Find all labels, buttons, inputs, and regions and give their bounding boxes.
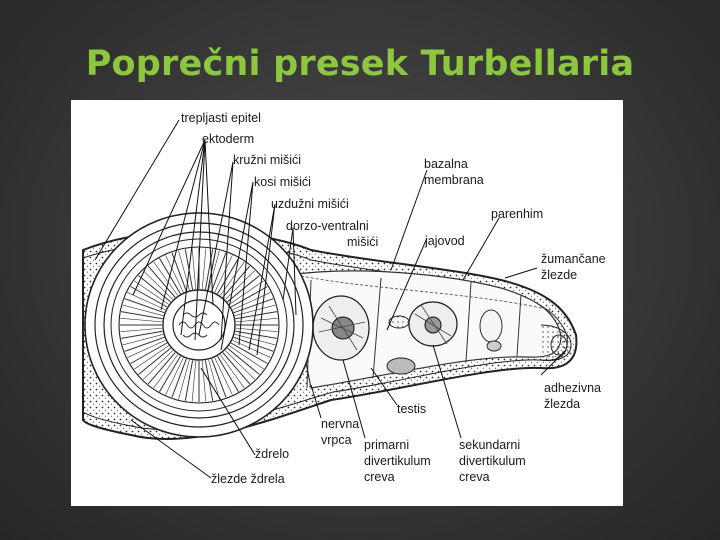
- label-adhezivna-1: adhezivna: [544, 381, 601, 395]
- radial-muscle-stroke: [235, 317, 278, 323]
- radial-muscle-stroke: [235, 327, 278, 333]
- radial-muscle-stroke: [214, 357, 233, 395]
- radial-muscle-stroke: [130, 286, 168, 308]
- radial-muscle-stroke: [230, 342, 268, 364]
- radial-muscle-stroke: [191, 360, 197, 402]
- radial-muscle-stroke: [217, 258, 239, 295]
- radial-muscle-stroke: [233, 298, 274, 314]
- radial-muscle-stroke: [224, 270, 256, 300]
- radial-muscle-stroke: [208, 250, 220, 291]
- radial-muscle-stroke: [138, 347, 171, 375]
- radial-muscle-stroke: [233, 336, 274, 352]
- turbellaria-cross-section-drawing: [82, 119, 578, 479]
- label-zumancane-1: žumančane: [541, 252, 606, 266]
- radial-muscle-stroke: [138, 275, 171, 303]
- label-dorzo-ventralni-1: dorzo-ventralni: [286, 219, 369, 233]
- radial-muscle-stroke: [208, 359, 220, 400]
- radial-muscle-stroke: [120, 317, 163, 323]
- label-ektoderm: ektoderm: [202, 132, 255, 146]
- label-bazalna-2: membrana: [424, 173, 484, 187]
- radial-muscle-stroke: [222, 352, 251, 385]
- label-sekundarni-3: creva: [459, 470, 490, 484]
- radial-muscle-stroke: [204, 249, 214, 290]
- label-primarni-1: primarni: [364, 438, 410, 452]
- radial-muscle-stroke: [219, 354, 245, 389]
- label-bazalna-1: bazalna: [424, 157, 468, 171]
- radial-muscle-stroke: [178, 359, 190, 400]
- radial-muscle-stroke: [171, 358, 187, 398]
- radial-muscle-stroke: [235, 330, 277, 339]
- radial-muscle-stroke: [120, 327, 163, 333]
- radial-muscle-stroke: [230, 286, 268, 308]
- radial-muscle-stroke: [147, 352, 176, 385]
- label-primarni-3: creva: [364, 470, 395, 484]
- pharynx-lumen: [162, 289, 236, 361]
- label-uzduzni-misici: uzdužni mišići: [271, 197, 349, 211]
- radial-muscle-stroke: [201, 360, 207, 402]
- label-jajovod: jajovod: [425, 234, 465, 248]
- radial-muscle-stroke: [127, 292, 166, 311]
- radial-muscle-stroke: [201, 248, 207, 290]
- label-sekundarni-2: divertikulum: [459, 454, 526, 468]
- radial-muscle-stroke: [122, 304, 164, 316]
- radial-muscle-stroke: [134, 345, 169, 370]
- radial-muscle-stroke: [142, 350, 174, 380]
- label-nervna-1: nervna: [321, 417, 360, 431]
- label-trepljasti-epitel: trepljasti epitel: [181, 111, 261, 125]
- label-sekundarni-1: sekundarni: [459, 438, 521, 452]
- radial-muscle-stroke: [124, 298, 165, 314]
- radial-muscle-stroke: [165, 357, 184, 395]
- radial-muscle-stroke: [124, 336, 165, 352]
- label-zumancane-2: žlezde: [541, 268, 578, 282]
- radial-muscle-stroke: [229, 280, 264, 305]
- label-primarni-2: divertikulum: [364, 454, 431, 468]
- label-zdrelo: ždrelo: [255, 447, 290, 461]
- radial-muscle-stroke: [159, 355, 181, 392]
- adhesive-gland: [540, 324, 572, 361]
- label-nervna-2: vrpca: [321, 433, 352, 447]
- label-zlezde-zdrela: žlezde ždrela: [211, 472, 285, 486]
- radial-muscle-stroke: [229, 345, 264, 370]
- radial-muscle-stroke: [134, 280, 169, 305]
- radial-muscle-stroke: [224, 350, 256, 380]
- radial-muscle-stroke: [165, 255, 184, 293]
- radial-muscle-stroke: [214, 255, 233, 293]
- radial-muscle-stroke: [153, 354, 179, 389]
- slide-title: Poprečni presek Turbellaria: [85, 44, 635, 84]
- label-kosi-misici: kosi mišići: [254, 175, 311, 189]
- radial-muscle-stroke: [153, 261, 179, 296]
- radial-muscle-stroke: [122, 334, 164, 346]
- radial-muscle-stroke: [234, 334, 276, 346]
- leader-lines: [94, 119, 567, 479]
- radial-muscle-stroke: [211, 358, 227, 398]
- radial-muscle-stroke: [227, 347, 260, 375]
- label-kruzni-misici: kružni mišići: [233, 153, 302, 167]
- radial-muscle-stroke: [147, 265, 176, 298]
- label-adhezivna-2: žlezda: [544, 397, 581, 411]
- radial-muscle-stroke: [121, 311, 163, 320]
- label-testis: testis: [397, 402, 427, 416]
- cross-section-figure: trepljasti epitel ektoderm kružni mišići…: [71, 100, 623, 506]
- radial-muscle-stroke: [142, 270, 174, 300]
- radial-muscle-stroke: [211, 252, 227, 292]
- radial-muscle-stroke: [130, 342, 168, 364]
- radial-muscle-stroke: [121, 330, 163, 339]
- label-parenhim: parenhim: [491, 207, 544, 221]
- radial-muscle-stroke: [184, 360, 194, 401]
- radial-muscle-stroke: [235, 311, 277, 320]
- label-dorzo-ventralni-2: mišići: [347, 235, 379, 249]
- radial-muscle-stroke: [127, 339, 166, 358]
- radial-muscle-stroke: [217, 355, 239, 392]
- radial-muscle-stroke: [191, 248, 197, 290]
